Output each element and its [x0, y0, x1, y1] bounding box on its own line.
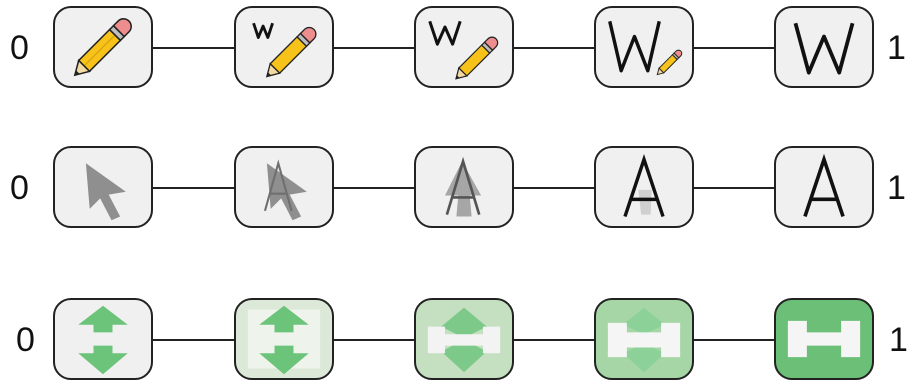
row3-stage4-tile	[594, 298, 694, 380]
pencil-with-w-icon	[428, 20, 499, 80]
cursor-arrow-icon	[85, 163, 126, 221]
row2-stage1-tile	[53, 146, 153, 228]
connector	[334, 47, 414, 49]
pencil-icon	[73, 18, 132, 77]
row2-stage5-tile	[774, 146, 874, 228]
row1-stage5-tile	[774, 6, 874, 88]
row2-stage4-tile	[594, 146, 694, 228]
connector	[514, 47, 594, 49]
resize-arrows-mid-green-icon	[427, 307, 501, 373]
row3-end-label: 1	[889, 321, 908, 359]
row3-stage5-tile	[774, 298, 874, 380]
letter-a-icon	[803, 153, 845, 218]
connector	[694, 339, 774, 341]
row3-stage3-tile	[414, 298, 514, 380]
row2-start-label: 0	[10, 169, 29, 207]
row3-stage1-tile	[53, 298, 153, 380]
row1-stage1-tile	[53, 6, 153, 88]
letter-a-with-faint-cursor-icon	[623, 154, 665, 218]
vertical-resize-arrows-icon	[78, 305, 128, 375]
connector	[334, 339, 414, 341]
pencil-with-small-w-icon	[252, 22, 317, 78]
row2-stage2-tile	[234, 146, 334, 228]
connector	[152, 187, 234, 189]
h-block-icon	[787, 320, 861, 358]
row1-end-label: 1	[887, 29, 906, 67]
faded-cursor-with-a-icon	[444, 156, 482, 217]
row1-stage2-tile	[234, 6, 334, 88]
letter-w-icon	[793, 22, 855, 75]
connector	[694, 187, 774, 189]
resize-arrows-green-icon	[607, 307, 681, 373]
row3-start-label: 0	[16, 321, 35, 359]
row1-stage3-tile	[414, 6, 514, 88]
connector	[152, 47, 234, 49]
cursor-with-faint-a-icon	[263, 159, 307, 221]
row2-stage3-tile	[414, 146, 514, 228]
connector	[152, 339, 234, 341]
connector	[694, 47, 774, 49]
connector	[514, 339, 594, 341]
connector	[514, 187, 594, 189]
resize-arrows-light-green-icon	[247, 305, 321, 375]
row2-end-label: 1	[887, 169, 906, 207]
row1-start-label: 0	[10, 29, 29, 67]
row1-stage4-tile	[594, 6, 694, 88]
connector	[334, 187, 414, 189]
small-pencil-with-large-w-icon	[608, 20, 683, 76]
row3-stage2-tile	[234, 298, 334, 380]
